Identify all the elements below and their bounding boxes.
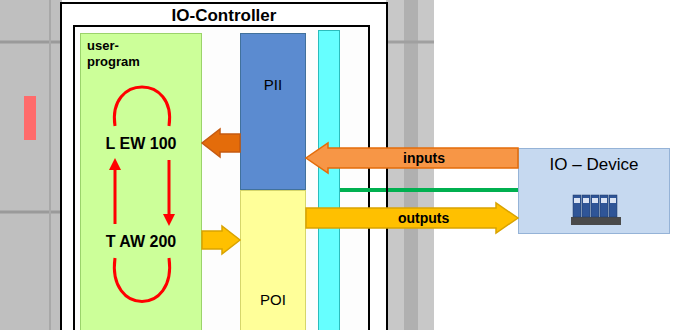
arrow-label: inputs (403, 150, 445, 167)
program-box: user-program L EW 100 T AW 200 (80, 33, 202, 330)
interface-bar (318, 30, 340, 330)
instruction-text: L EW 100 (106, 134, 177, 153)
status-led (24, 96, 36, 140)
output-arrow (306, 203, 518, 233)
icon-window (610, 198, 616, 203)
cycle-arc (114, 258, 169, 302)
icon-module (582, 195, 590, 217)
input-arrow (306, 143, 518, 173)
icon-module (609, 195, 617, 217)
cycle-line (114, 168, 117, 224)
rack-slot (49, 0, 51, 330)
icon-module (573, 195, 581, 217)
icon-window (601, 198, 607, 203)
cycle-loop (81, 34, 201, 330)
image-name: PII (264, 76, 282, 94)
program-title: user-program (87, 38, 140, 69)
device-title: IO – Device (550, 155, 639, 175)
line-stroke (388, 188, 518, 192)
read-arrow (202, 129, 240, 157)
device-box: IO – Device (518, 148, 670, 234)
label-holder: outputs (398, 210, 449, 227)
icon-module (600, 195, 608, 217)
rack-slot (0, 41, 62, 44)
image-name: POI (260, 291, 286, 309)
icon-window (583, 198, 589, 203)
instruction-text: T AW 200 (106, 232, 177, 251)
network-line (388, 190, 518, 191)
label-holder: inputs (403, 150, 445, 167)
rack-panel (0, 0, 62, 330)
cycle-line (168, 160, 171, 216)
cycle-arc (114, 87, 169, 126)
icon-rail (571, 217, 621, 225)
network-stub (340, 188, 386, 192)
input-image-box: PII (240, 33, 306, 190)
write-arrow (202, 226, 240, 254)
icon-window (592, 198, 598, 203)
arrow-label: outputs (398, 210, 449, 227)
output-image-box: POI (240, 190, 306, 330)
rack-slot (386, 41, 434, 44)
cycle-head (109, 158, 121, 170)
icon-module (591, 195, 599, 217)
icon-window (574, 198, 580, 203)
rack-slot (0, 211, 62, 214)
controller-title: IO-Controller (172, 6, 277, 26)
device-icon (571, 191, 621, 227)
cycle-head (163, 214, 175, 226)
